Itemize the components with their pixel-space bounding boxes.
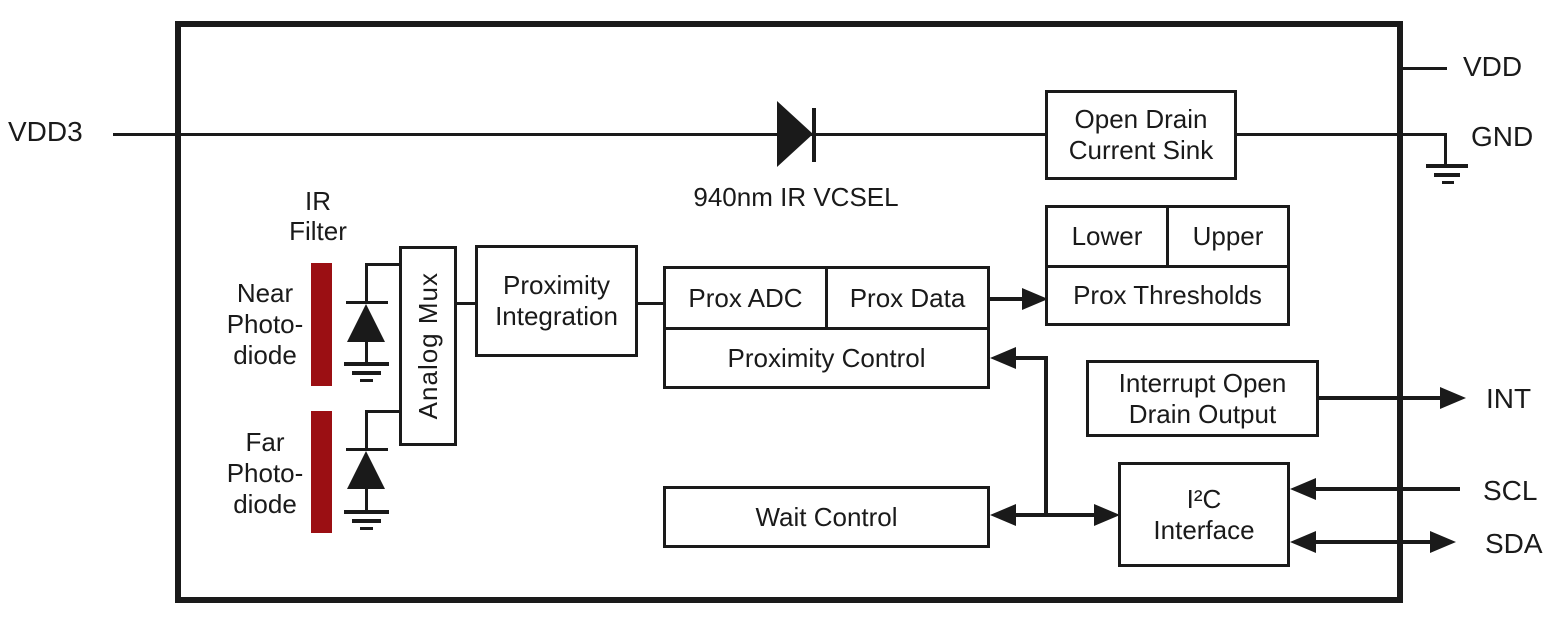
wire-near-pd-up	[365, 263, 368, 304]
prox-data-cell: Prox Data	[828, 269, 987, 327]
ir-filter-bar-near	[311, 263, 332, 386]
prox-adc-data-box: Prox ADC Prox Data	[663, 266, 990, 330]
wire-mux-to-integration	[457, 302, 477, 305]
interrupt-line1: Interrupt Open	[1118, 367, 1287, 398]
far-photodiode-icon	[346, 448, 388, 451]
threshold-upper-label: Upper	[1192, 221, 1264, 251]
far-ground-icon-bar3	[360, 527, 373, 530]
wire-far-pd-up	[365, 410, 368, 450]
prox-thresholds-box: Prox Thresholds	[1045, 265, 1290, 326]
chip-outline	[175, 21, 1403, 603]
wire-vdd3-rail	[113, 133, 1047, 136]
vcsel-label: 940nm IR VCSEL	[693, 182, 899, 212]
arrowhead-scl-icon	[1290, 478, 1316, 500]
arrow-int-line	[1317, 396, 1442, 400]
open-drain-line1: Open Drain	[1074, 104, 1208, 134]
far-photodiode-triangle-icon	[347, 451, 385, 489]
gnd-ground-icon	[1426, 164, 1468, 168]
wait-control-label: Wait Control	[755, 501, 898, 532]
far-photodiode-label: Far Photo- diode	[226, 427, 304, 519]
pin-label-gnd: GND	[1471, 121, 1534, 152]
arrowhead-sda-left-icon	[1290, 531, 1316, 553]
arrow-sda-line	[1314, 540, 1432, 544]
interrupt-open-drain-output-box: Interrupt Open Drain Output	[1086, 360, 1319, 437]
i2c-line2: Interface	[1153, 514, 1255, 545]
wire-wait-to-i2c	[1014, 513, 1096, 517]
arrowhead-to-thresholds-icon	[1022, 288, 1048, 310]
near-ground-icon-bar2	[352, 371, 381, 375]
proximity-integration-line2: Integration	[495, 301, 618, 331]
arrowhead-to-i2c-icon	[1094, 504, 1120, 526]
pin-label-vdd3: VDD3	[8, 116, 83, 147]
near-ground-icon-bar3	[360, 379, 373, 382]
arrowhead-sda-right-icon	[1430, 531, 1456, 553]
interrupt-line2: Drain Output	[1128, 398, 1277, 429]
arrow-prox-data-to-thresholds	[988, 297, 1024, 301]
vcsel-diode-icon	[777, 101, 813, 167]
wire-control-horizontal	[1014, 356, 1048, 360]
arrowhead-to-proximity-control-icon	[990, 347, 1016, 369]
pin-label-vdd: VDD	[1463, 51, 1523, 82]
open-drain-line2: Current Sink	[1068, 135, 1214, 165]
arrow-scl-line	[1314, 487, 1460, 491]
near-photodiode-lead	[365, 342, 368, 363]
proximity-control-box: Proximity Control	[663, 327, 990, 389]
prox-adc-label: Prox ADC	[688, 282, 803, 313]
far-photodiode-lead	[365, 489, 368, 511]
wire-vdd-pin	[1400, 67, 1447, 70]
gnd-ground-icon-bar2	[1434, 173, 1460, 177]
pin-label-int: INT	[1486, 383, 1532, 414]
near-photodiode-label: Near Photo- diode	[226, 278, 304, 370]
ir-filter-label: IR Filter	[258, 186, 378, 246]
analog-mux-label: Analog Mux	[412, 272, 443, 420]
far-ground-icon-bar2	[352, 519, 381, 523]
arrowhead-to-wait-control-icon	[990, 504, 1016, 526]
analog-mux-box: Analog Mux	[399, 246, 457, 446]
pin-label-sda: SDA	[1485, 528, 1543, 559]
prox-adc-data-divider	[825, 269, 828, 327]
proximity-integration-box: Proximity Integration	[475, 245, 638, 357]
threshold-lower-cell: Lower	[1045, 205, 1169, 268]
wire-integration-to-adc	[636, 302, 665, 305]
pin-label-scl: SCL	[1483, 475, 1538, 506]
proximity-integration-line1: Proximity	[503, 270, 610, 300]
i2c-line1: I²C	[1186, 483, 1222, 514]
threshold-upper-cell: Upper	[1166, 205, 1290, 268]
wire-gnd-drop	[1444, 133, 1447, 166]
open-drain-current-sink-box: Open Drain Current Sink	[1045, 90, 1237, 180]
gnd-ground-icon-bar3	[1442, 181, 1454, 184]
arrowhead-int-icon	[1440, 387, 1466, 409]
wait-control-box: Wait Control	[663, 486, 990, 548]
prox-data-label: Prox Data	[849, 282, 966, 313]
near-photodiode-icon	[346, 301, 388, 304]
ir-filter-line1: IR	[305, 186, 331, 216]
wire-sink-to-gnd	[1235, 133, 1447, 136]
wire-near-pd-to-mux	[365, 263, 402, 266]
proximity-control-label: Proximity Control	[727, 342, 926, 373]
wire-control-junction-vertical	[1044, 356, 1048, 517]
ir-filter-line2: Filter	[289, 216, 347, 246]
threshold-lower-label: Lower	[1071, 221, 1143, 251]
i2c-interface-box: I²C Interface	[1118, 462, 1290, 567]
ir-filter-bar-far	[311, 411, 332, 533]
far-ground-icon	[344, 510, 389, 514]
near-ground-icon	[344, 362, 389, 366]
prox-thresholds-label: Prox Thresholds	[1073, 280, 1262, 310]
wire-far-pd-to-mux	[365, 410, 402, 413]
near-photodiode-triangle-icon	[347, 304, 385, 342]
prox-adc-cell: Prox ADC	[666, 269, 825, 327]
vcsel-cathode-bar-icon	[812, 108, 816, 162]
